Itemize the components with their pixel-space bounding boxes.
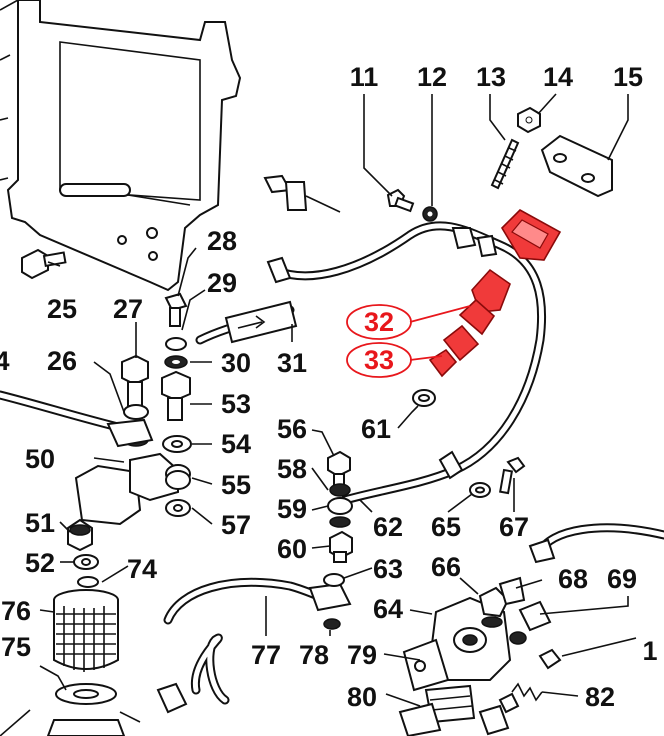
leader-lines [0, 93, 637, 736]
fuel-pipe-top [266, 221, 547, 505]
label-14: 14 [543, 62, 573, 92]
label-28: 28 [207, 226, 237, 256]
label-78: 78 [299, 640, 329, 670]
label-25: 25 [47, 294, 77, 324]
washer-65 [469, 482, 491, 498]
washer-58 [329, 483, 351, 497]
label-66: 66 [431, 552, 461, 582]
label-82: 82 [585, 682, 615, 712]
stud-13 [490, 138, 520, 190]
washer-57 [165, 499, 191, 517]
label-12: 12 [417, 62, 447, 92]
label-69: 69 [607, 564, 637, 594]
plug-51 [67, 518, 93, 552]
fitting-68 [498, 576, 526, 606]
part-labels: 11 12 13 14 15 28 29 25 27 26 30 31 32 3… [0, 62, 658, 712]
label-31: 31 [277, 348, 307, 378]
label-26: 26 [47, 346, 77, 376]
ring-74 [77, 576, 99, 588]
label-54: 54 [221, 429, 251, 459]
label-74: 74 [127, 554, 157, 584]
bolt-53 [161, 370, 191, 421]
pump-body-64 [402, 596, 512, 724]
label-50: 50 [25, 444, 55, 474]
filter-cartridge-76 [53, 589, 119, 672]
banjo-59 [327, 497, 353, 528]
screw-67 [499, 456, 526, 495]
fitting-31 [195, 174, 341, 345]
label-61: 61 [361, 414, 391, 444]
connector-33-highlight [428, 324, 480, 378]
mounting-plate [0, 0, 242, 292]
label-79: 79 [347, 640, 377, 670]
washer-61 [412, 389, 436, 407]
label-32: 32 [364, 307, 394, 337]
label-55: 55 [221, 470, 251, 500]
label-77: 77 [251, 640, 281, 670]
label-63: 63 [373, 554, 403, 584]
fuel-pipe-right [528, 523, 664, 564]
bolt-27 [121, 354, 149, 407]
label-51: 51 [25, 508, 55, 538]
label-52: 52 [25, 548, 55, 578]
spring-82 [498, 682, 543, 714]
washer-12 [422, 206, 438, 222]
label-65: 65 [431, 512, 461, 542]
banjo-26-pipe [0, 390, 154, 448]
label-64: 64 [373, 594, 403, 624]
label-27: 27 [113, 294, 143, 324]
label-33: 33 [364, 345, 394, 375]
label-57: 57 [221, 510, 251, 540]
bowl-75 [46, 683, 141, 736]
parts-80-81 [398, 702, 510, 736]
label-30: 30 [221, 348, 251, 378]
label-29: 29 [207, 268, 237, 298]
label-56: 56 [277, 414, 307, 444]
label-1: 1 [642, 636, 657, 666]
label-67: 67 [499, 512, 529, 542]
bolt-56 [327, 450, 351, 491]
banjo-bolt-28 [164, 292, 188, 327]
seal-30 [164, 337, 188, 369]
bracket-15 [540, 134, 613, 198]
hose-u-bend [156, 633, 230, 714]
label-58: 58 [277, 454, 307, 484]
label-75: 75 [1, 632, 31, 662]
screw-1 [538, 648, 562, 670]
label-11: 11 [350, 62, 379, 92]
label-59: 59 [277, 494, 307, 524]
filter-32-highlight [458, 209, 562, 336]
highlight-ovals [346, 304, 412, 378]
bolt-11 [386, 188, 415, 213]
label-76: 76 [1, 596, 31, 626]
label-62: 62 [373, 512, 403, 542]
label-13: 13 [476, 62, 506, 92]
label-60: 60 [277, 534, 307, 564]
filter-body-50 [74, 452, 191, 526]
bolt-25 [21, 248, 67, 280]
connector-69 [509, 600, 552, 645]
label-4: 4 [0, 346, 10, 376]
fitting-66 [478, 586, 510, 628]
seal-52 [73, 554, 99, 570]
label-15: 15 [613, 62, 643, 92]
label-53: 53 [221, 389, 251, 419]
label-68: 68 [558, 564, 588, 594]
label-80: 80 [347, 682, 377, 712]
bleed-screw-60 [329, 530, 353, 563]
nut-14 [517, 106, 541, 134]
fuel-pipe-77 [163, 573, 352, 630]
